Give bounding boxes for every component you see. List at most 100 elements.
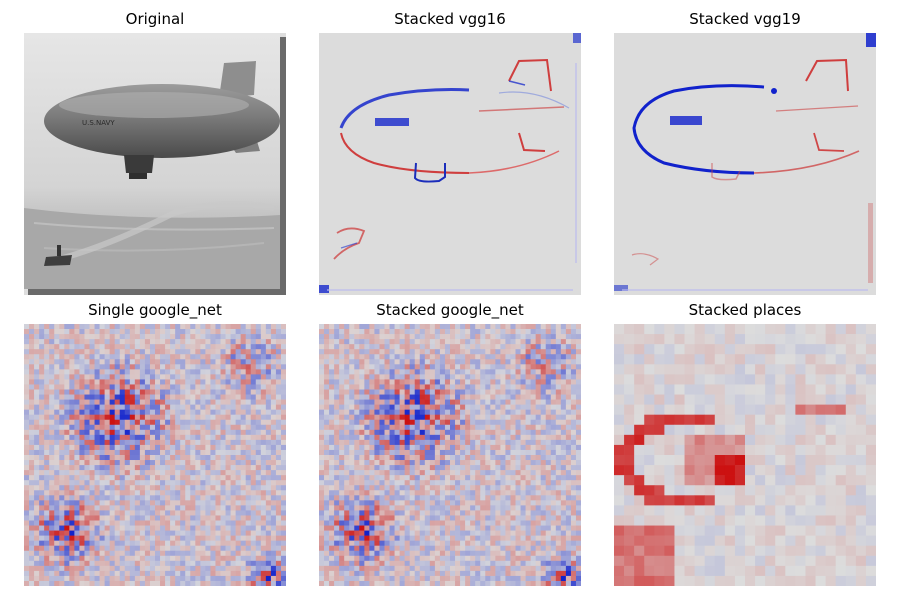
heatmap-cell: [104, 359, 110, 365]
heatmap-cell: [570, 389, 577, 395]
heatmap-cell: [49, 535, 55, 541]
heatmap-cell: [460, 515, 466, 521]
heatmap-cell: [24, 500, 30, 506]
heatmap-cell: [210, 460, 216, 466]
heatmap-cell: [540, 505, 547, 511]
heatmap-cell: [149, 384, 156, 390]
heatmap-cell: [210, 560, 216, 567]
heatmap-cell: [349, 540, 355, 546]
heatmap-cell: [349, 500, 355, 506]
heatmap-cell: [180, 439, 186, 446]
heatmap-cell: [265, 339, 272, 345]
heatmap-cell: [205, 384, 211, 390]
heatmap-cell: [364, 399, 370, 405]
heatmap-cell: [545, 379, 552, 385]
heatmap-cell: [230, 334, 236, 340]
heatmap-cell: [124, 424, 131, 431]
heatmap-cell: [175, 550, 181, 557]
heatmap-cell: [434, 530, 441, 536]
heatmap-cell: [520, 344, 526, 350]
heatmap-cell: [235, 449, 241, 456]
heatmap-cell: [389, 434, 395, 441]
heatmap-cell: [260, 485, 267, 491]
heatmap-cell: [44, 545, 50, 552]
heatmap-cell: [230, 384, 236, 390]
heatmap-cell: [510, 520, 516, 526]
heatmap-cell: [220, 334, 226, 340]
heatmap-cell: [319, 525, 325, 531]
heatmap-cell: [510, 470, 516, 476]
heatmap-cell: [359, 505, 365, 511]
heatmap-cell: [319, 505, 325, 511]
heatmap-cell: [329, 485, 335, 491]
heatmap-cell: [104, 354, 110, 360]
heatmap-cell: [265, 449, 272, 456]
heatmap-cell: [560, 329, 567, 335]
heatmap-cell: [250, 575, 257, 582]
heatmap-cell: [109, 429, 115, 436]
heatmap-cell: [349, 419, 355, 426]
heatmap-cell: [210, 444, 216, 451]
heatmap-cell: [84, 349, 90, 355]
heatmap-cell: [200, 394, 206, 400]
heatmap-cell: [225, 470, 231, 476]
heatmap-cell: [84, 369, 90, 375]
heatmap-cell: [144, 465, 151, 471]
heatmap-cell: [424, 475, 431, 481]
heatmap-cell: [134, 449, 141, 456]
heatmap-cell: [540, 329, 547, 335]
heatmap-cell: [525, 465, 531, 471]
heatmap-cell: [119, 470, 126, 476]
heatmap-cell: [255, 349, 262, 355]
heatmap-cell: [550, 465, 557, 471]
heatmap-cell: [329, 439, 335, 446]
heatmap-cell: [570, 339, 577, 345]
heatmap-cell: [84, 444, 90, 451]
heatmap-cell: [160, 475, 166, 481]
heatmap-cell: [165, 334, 171, 340]
heatmap-cell: [399, 399, 405, 405]
heatmap-cell: [505, 329, 511, 335]
heatmap-cell: [495, 419, 501, 426]
heatmap-cell: [429, 520, 436, 526]
heatmap-cell: [99, 495, 105, 501]
heatmap-cell: [265, 414, 272, 421]
heatmap-cell: [374, 540, 380, 546]
heatmap-cell: [24, 419, 30, 426]
heatmap-cell: [520, 505, 526, 511]
heatmap-cell: [344, 490, 350, 496]
heatmap-cell: [230, 439, 236, 446]
heatmap-cell: [500, 490, 506, 496]
heatmap-cell: [364, 485, 370, 491]
heatmap-cell: [409, 540, 416, 546]
heatmap-cell: [444, 455, 451, 461]
heatmap-cell: [409, 465, 416, 471]
heatmap-cell: [485, 359, 491, 365]
heatmap-cell: [374, 404, 380, 410]
heatmap-cell: [389, 515, 395, 521]
heatmap-cell: [250, 545, 257, 552]
heatmap-cell: [455, 525, 461, 531]
heatmap-cell: [409, 449, 416, 456]
heatmap-cell: [180, 455, 186, 461]
heatmap-cell: [44, 470, 50, 476]
heatmap-cell: [520, 374, 526, 380]
heatmap-cell: [69, 404, 75, 410]
heatmap-cell: [240, 409, 246, 415]
heatmap-cell: [104, 399, 110, 405]
heatmap-cell: [540, 449, 547, 456]
heatmap-cell: [389, 389, 395, 395]
heatmap-cell: [240, 555, 246, 562]
heatmap-cell: [139, 580, 146, 586]
heatmap-cell: [460, 444, 466, 451]
heatmap-cell: [334, 475, 340, 481]
heatmap-cell: [510, 449, 516, 456]
heatmap-cell: [460, 465, 466, 471]
heatmap-cell: [134, 555, 141, 562]
heatmap-cell: [245, 429, 252, 436]
heatmap-cell: [570, 344, 577, 350]
heatmap-cell: [429, 530, 436, 536]
heatmap-cell: [84, 580, 90, 586]
heatmap-cell: [364, 389, 370, 395]
heatmap-cell: [215, 349, 221, 355]
